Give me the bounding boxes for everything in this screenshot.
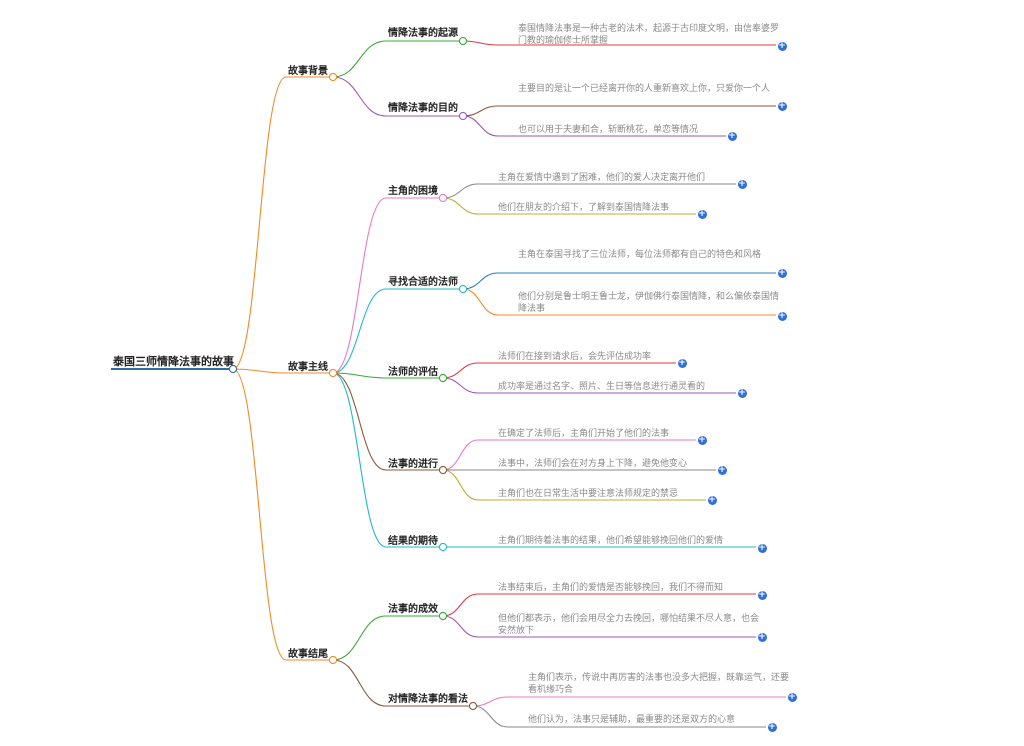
expand-plus-icon-l5[interactable]: + (697, 208, 707, 219)
leaf-note-l10[interactable]: 在确定了法师后，主角们开始了他们的法事 (498, 429, 670, 439)
root-topic[interactable]: 泰国三师情降法事的故事 (113, 355, 234, 368)
edge-b1c2-l3 (462, 115, 499, 137)
subtopic-b2c3[interactable]: 法师的评估 (388, 367, 438, 378)
edge-b2c4-l12 (442, 469, 479, 501)
leaf-note-l1[interactable]: 泰国情降法事是一种古老的法术，起源于古印度文明，由信奉婆罗门教的瑜伽修士所掌握 (518, 24, 780, 46)
edge-b3-b3c2 (332, 659, 387, 707)
expand-plus-icon-l2[interactable]: + (777, 100, 787, 111)
edge-b2-b2c4 (332, 372, 387, 471)
collapse-knob-b2c1[interactable] (438, 193, 448, 203)
edge-b2c2-l6 (462, 272, 499, 290)
edge-b2c3-l8 (442, 362, 479, 379)
subtopic-b1c1[interactable]: 情降法事的起源 (388, 28, 458, 39)
edge-b2-b2c3 (332, 372, 387, 379)
expand-plus-icon-l17[interactable]: + (767, 721, 777, 732)
expand-plus-icon-l10[interactable]: + (697, 434, 707, 445)
subtopic-b3c2[interactable]: 对情降法事的看法 (388, 694, 468, 705)
edge-b1c2-l2 (462, 105, 499, 117)
edge-b2c1-l4 (442, 183, 479, 199)
leaf-note-l16[interactable]: 主角们表示，传说中再厉害的法事也没多大把握，既靠运气，还要看机缘巧合 (528, 673, 790, 695)
edge-b2-b2c2 (332, 288, 387, 374)
collapse-knob-b3c1[interactable] (438, 611, 448, 621)
leaf-note-l8[interactable]: 法师们在接到请求后，会先评估成功率 (498, 352, 652, 362)
edge-b3c2-l16 (472, 696, 509, 707)
edge-b2c2-l7 (462, 288, 499, 316)
edge-b2c1-l5 (442, 197, 479, 215)
leaf-note-l6[interactable]: 主角在泰国寻找了三位法师，每位法师都有自己的特色和风格 (518, 250, 762, 260)
leaf-note-l11[interactable]: 法事中，法师们会在对方身上下降，避免他变心 (498, 459, 688, 469)
collapse-knob-b2c3[interactable] (438, 373, 448, 383)
collapse-knob-b2c2[interactable] (458, 284, 468, 294)
edge-b2c4-l10 (442, 439, 479, 471)
expand-plus-icon-l14[interactable]: + (757, 589, 767, 600)
expand-plus-icon-l8[interactable]: + (677, 357, 687, 368)
collapse-knob-b3c2[interactable] (468, 701, 478, 711)
subtopic-b2c1[interactable]: 主角的困境 (388, 186, 438, 197)
leaf-note-l7[interactable]: 他们分别是鲁士明王鲁士龙，伊伽佛行泰国情降，和么偏依泰国情降法事 (518, 292, 780, 314)
edge-b3c2-l17 (472, 705, 509, 728)
subtopic-b2c5[interactable]: 结果的期待 (388, 536, 438, 547)
edge-b3-b3c1 (332, 615, 387, 661)
collapse-knob-b1c1[interactable] (458, 36, 468, 46)
expand-plus-icon-l13[interactable]: + (757, 542, 767, 553)
collapse-knob-b2[interactable] (328, 368, 338, 378)
expand-plus-icon-l15[interactable]: + (757, 631, 767, 642)
leaf-note-l14[interactable]: 法事结束后，主角们的爱情是否能够挽回，我们不得而知 (498, 583, 724, 593)
expand-plus-icon-l6[interactable]: + (777, 267, 787, 278)
collapse-knob-b2c4[interactable] (438, 465, 448, 475)
edge-root-b3 (232, 368, 287, 661)
leaf-note-l13[interactable]: 主角们期待着法事的结果，他们希望能够挽回他们的爱情 (498, 536, 724, 546)
edge-root-b1 (232, 76, 287, 370)
collapse-knob-b1[interactable] (328, 72, 338, 82)
leaf-note-l4[interactable]: 主角在爱情中遇到了困难，他们的爱人决定离开他们 (498, 173, 706, 183)
edge-b3c1-l14 (442, 593, 479, 617)
collapse-knob-b3[interactable] (328, 655, 338, 665)
expand-plus-icon-l4[interactable]: + (737, 178, 747, 189)
expand-plus-icon-l3[interactable]: + (727, 130, 737, 141)
leaf-note-l3[interactable]: 也可以用于夫妻和合，斩断桃花，单恋等情况 (518, 125, 699, 135)
edge-b2-b2c1 (332, 197, 387, 374)
collapse-knob-root[interactable] (228, 364, 238, 374)
leaf-note-l12[interactable]: 主角们也在日常生活中要注意法师规定的禁忌 (498, 489, 679, 499)
edge-b2-b2c5 (332, 372, 387, 548)
expand-plus-icon-l12[interactable]: + (707, 494, 717, 505)
collapse-knob-b2c5[interactable] (438, 542, 448, 552)
expand-plus-icon-l9[interactable]: + (737, 387, 747, 398)
expand-plus-icon-l1[interactable]: + (777, 40, 787, 51)
collapse-knob-b1c2[interactable] (458, 111, 468, 121)
edge-b1-b1c1 (332, 40, 387, 78)
subtopic-b2c4[interactable]: 法事的进行 (388, 459, 438, 470)
edge-b3c1-l15 (442, 615, 479, 638)
expand-plus-icon-l16[interactable]: + (787, 691, 797, 702)
branch-topic-b1[interactable]: 故事背景 (288, 66, 328, 77)
subtopic-b3c1[interactable]: 法事的成效 (388, 604, 438, 615)
edge-b1-b1c2 (332, 76, 387, 117)
edge-b1c1-l1 (462, 40, 499, 46)
subtopic-b1c2[interactable]: 情降法事的目的 (388, 103, 458, 114)
subtopic-b2c2[interactable]: 寻找合适的法师 (388, 277, 458, 288)
leaf-note-l9[interactable]: 成功率是通过名字、照片、生日等信息进行通灵看的 (498, 382, 706, 392)
leaf-note-l5[interactable]: 他们在朋友的介绍下，了解到泰国情降法事 (498, 203, 670, 213)
edge-root-b2 (232, 368, 287, 374)
branch-topic-b3[interactable]: 故事结尾 (288, 649, 328, 660)
expand-plus-icon-l7[interactable]: + (777, 310, 787, 321)
edge-b2c3-l9 (442, 377, 479, 394)
leaf-note-l15[interactable]: 但他们都表示，他们会用尽全力去挽回，哪怕结果不尽人意，也会安然放下 (498, 614, 760, 636)
expand-plus-icon-l11[interactable]: + (717, 464, 727, 475)
leaf-note-l17[interactable]: 他们认为，法事只是辅助，最重要的还是双方的心意 (528, 715, 736, 725)
leaf-note-l2[interactable]: 主要目的是让一个已经离开你的人重新喜欢上你，只爱你一个人 (518, 84, 771, 94)
branch-topic-b2[interactable]: 故事主线 (288, 362, 328, 373)
